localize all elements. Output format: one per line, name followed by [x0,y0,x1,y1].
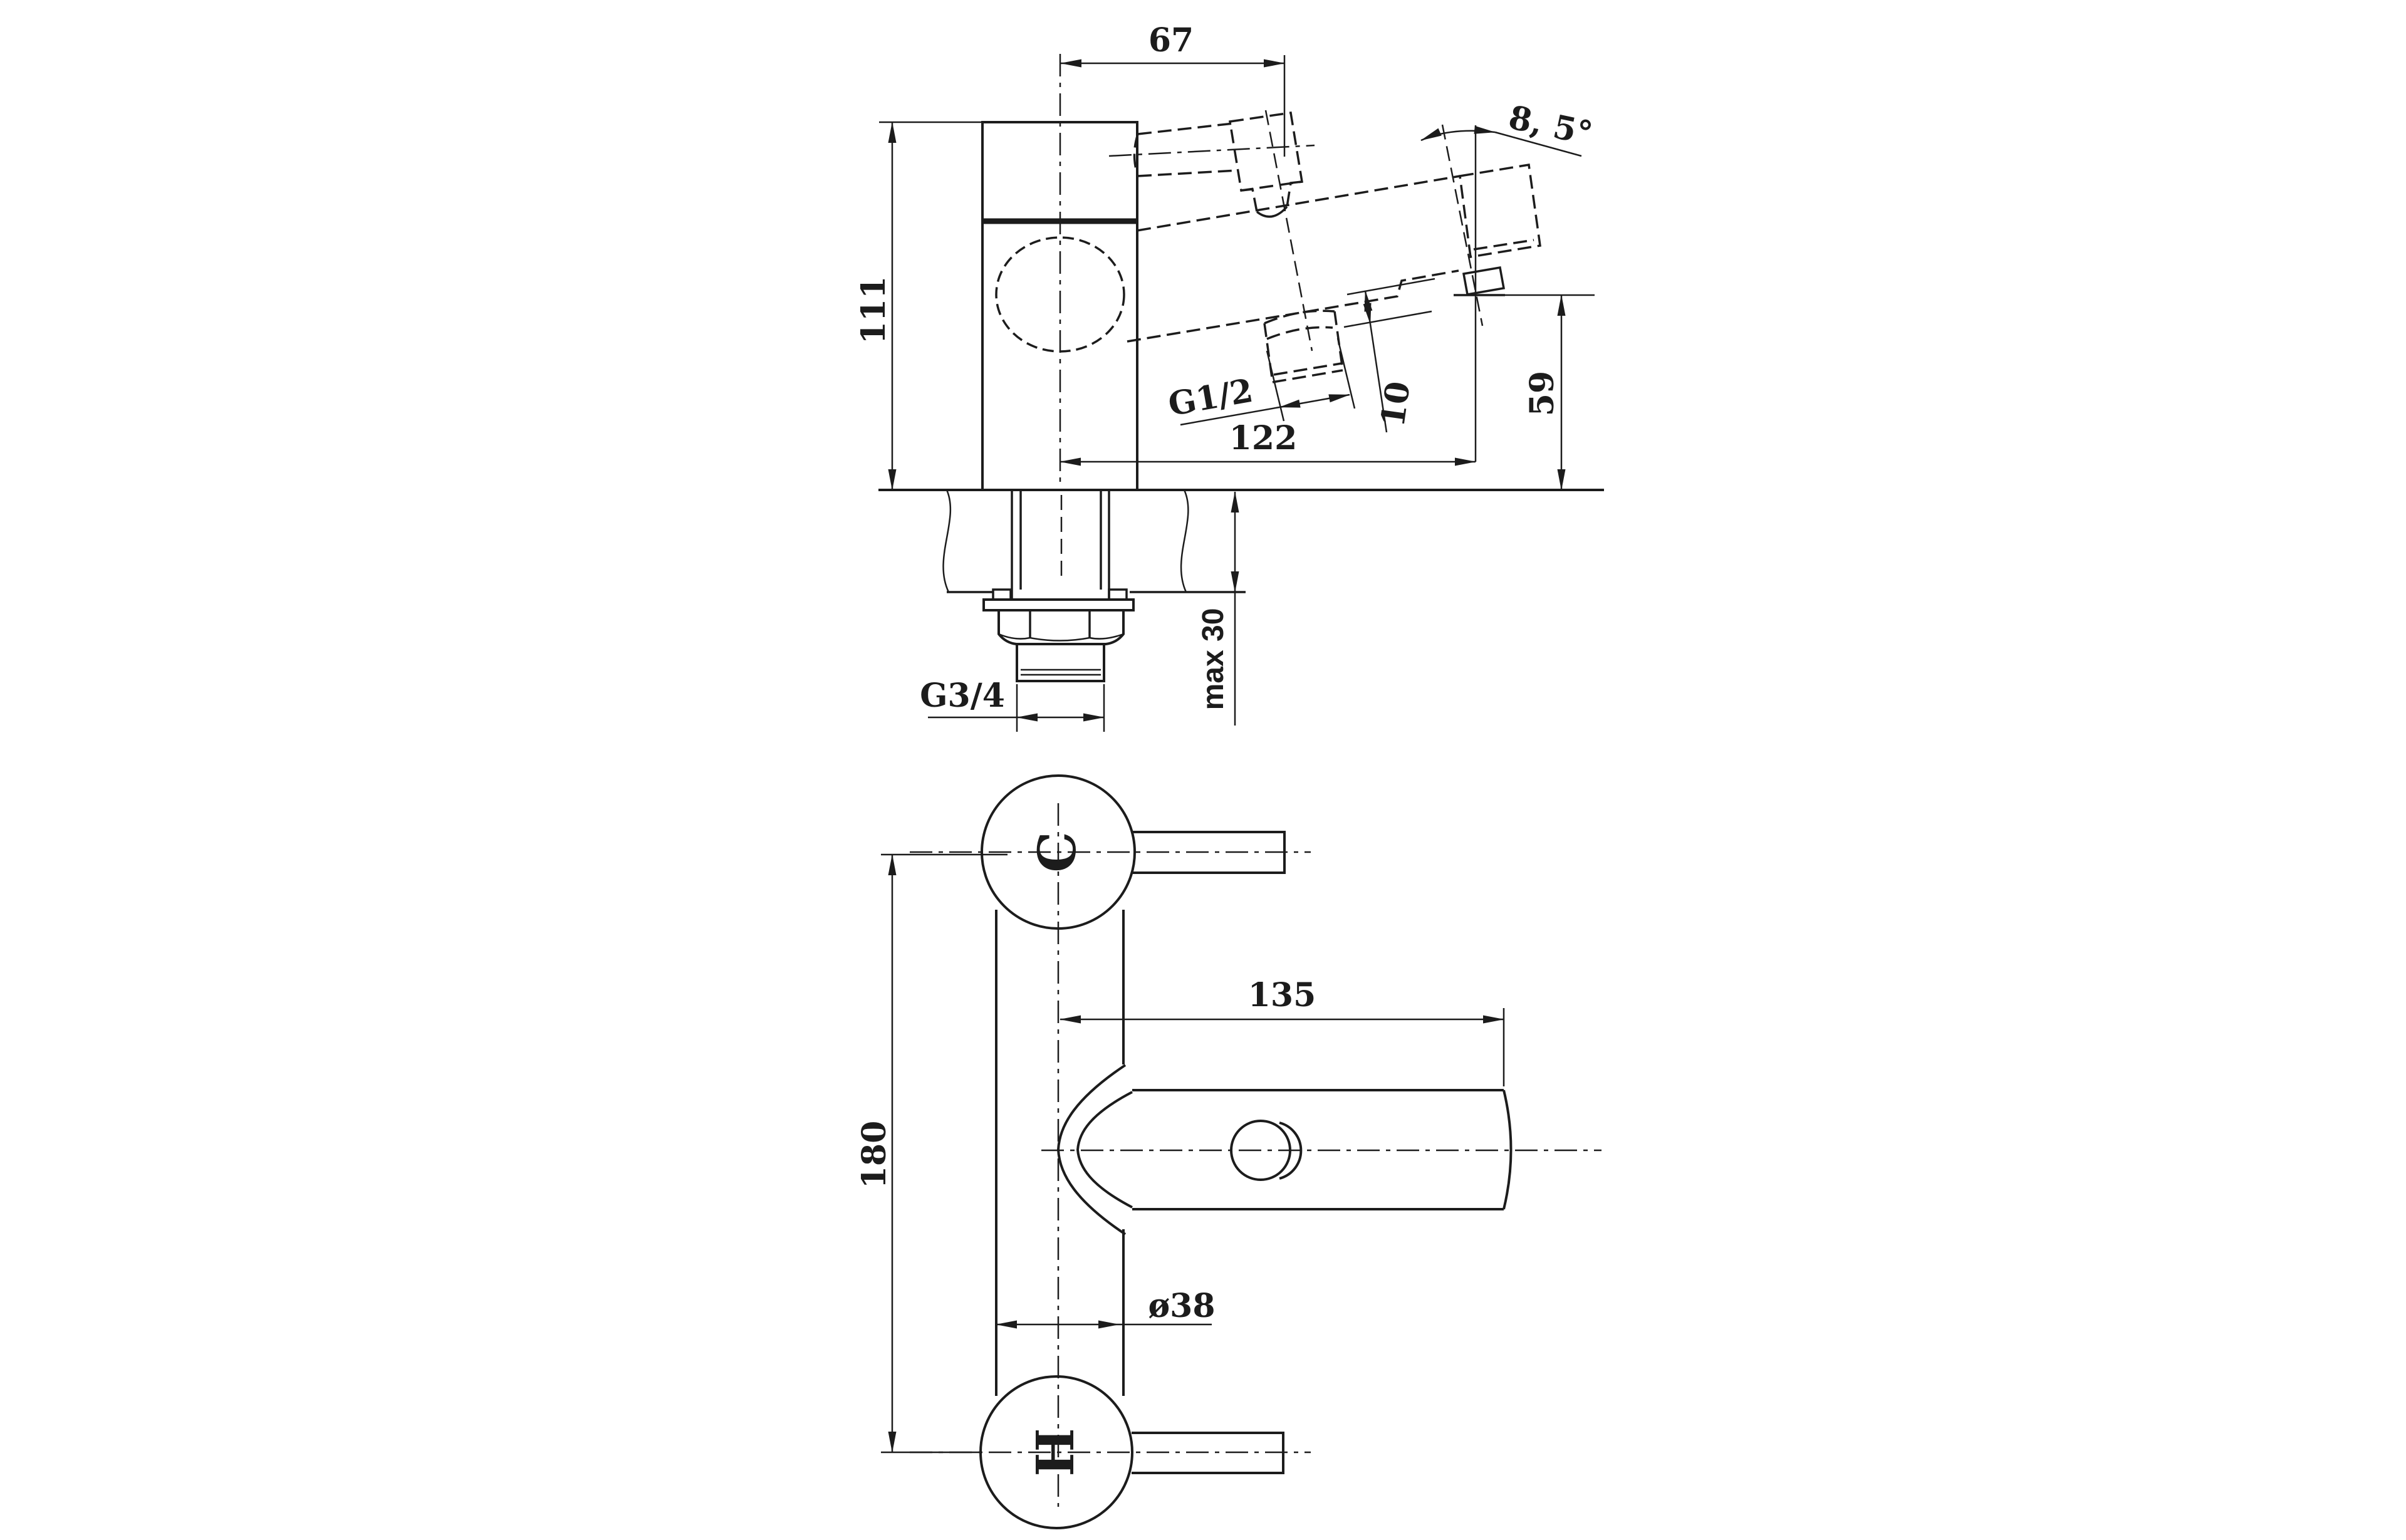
dim-180-label: 180 [855,1121,893,1189]
cartridge-body [1228,112,1304,192]
side-view: 67 111 8, 5° 59 122 [855,21,1604,732]
dim-10: 10 [1343,278,1435,433]
plan-spout [1041,1064,1601,1236]
dim-10-tail [1369,323,1388,433]
body-column-edges [995,910,1125,1396]
dim-g12-line [1279,393,1350,408]
plan-body [995,803,1125,1507]
shank-thread-lines [1011,490,1110,600]
lever-axis [1108,144,1315,157]
dim-38: ø38 [996,1287,1216,1329]
dim-111: 111 [855,121,982,491]
dim-135: 135 [1060,976,1505,1086]
spout-end-cap [1502,1090,1513,1210]
dim-g12-extensions [1266,338,1356,422]
plan-dimensions: 135 180 ø38 [855,853,1505,1454]
dim-g34-extensions [1016,684,1105,732]
mounting-deck [878,489,1604,593]
washer-left [992,588,1012,601]
angle-leader [1494,131,1582,157]
dim-111-label: 111 [855,276,893,345]
plan-view: C H 135 [855,774,1601,1529]
dim-67-label: 67 [1148,21,1194,60]
aerator-housing [1459,163,1541,259]
cartridge-axis [1264,110,1313,351]
dim-g34-label: G3/4 [920,677,1005,715]
dim-180-extensions [881,853,1008,1454]
dim-g12-tail [1180,406,1280,426]
dim-122: 122 [1060,419,1476,466]
dim-59: 59 [1479,294,1595,491]
inlet-thread-tip [1016,644,1105,682]
outlet-axis [1441,124,1484,326]
handle-lever [1133,122,1237,177]
break-line-right [1180,489,1189,593]
cold-handle-base: C [910,774,1311,930]
washer-right [1108,588,1128,601]
backnut-flange [982,598,1135,611]
dim-g12-label: G1/2 [1165,372,1256,424]
thread-relief-lines [1021,669,1101,676]
dim-59-label: 59 [1523,371,1561,416]
dim-135-label: 135 [1248,976,1316,1014]
hex-nut-facet-arcs [998,633,1124,642]
cartridge-neck-arc [1256,206,1288,218]
dim-max30-label: max 30 [1197,608,1230,710]
spout-bell-inner [1076,1091,1133,1209]
hex-nut-facets [1029,610,1091,638]
shower-connector-outline [1263,310,1344,383]
tap-body [981,54,1138,491]
dim-g12: G1/2 [1165,338,1356,426]
shower-connection [1263,310,1344,383]
dim-122-label: 122 [1229,419,1298,457]
outlet-hole-offset-arc [1279,1121,1303,1180]
dim-10-extensions [1343,278,1435,328]
dim-max30: max 30 [1197,491,1239,726]
side-dimensions: 67 111 8, 5° 59 122 [855,21,1596,732]
dim-g34: G3/4 [920,677,1105,732]
dim-180: 180 [855,853,1008,1454]
spout-plan-edges [1132,1089,1504,1210]
angle-label: 8, 5° [1506,98,1596,153]
dim-67: 67 [1060,21,1286,157]
dim-10-line [1363,290,1373,325]
dim-10-label: 10 [1373,379,1417,429]
thread-tip-outline [1016,644,1105,682]
cartridge-neck [1241,180,1303,212]
mounting-shank [982,490,1135,682]
aerator-screen [1462,266,1506,296]
spout-root-hidden-circle [995,236,1125,353]
hot-handle-base: H [910,1375,1311,1529]
spout [1127,124,1541,383]
body-outline [981,121,1138,491]
hex-nut-outline [997,610,1125,645]
break-line-left [942,489,952,593]
spout-top-edge [1137,175,1461,232]
spout-bottom-edge [1127,269,1459,343]
dim-38-label: ø38 [1148,1287,1215,1325]
aerator-inner-line [1473,239,1534,251]
handle-assembly [1108,110,1315,351]
hex-nut [997,610,1125,645]
angle-arc [1420,125,1496,142]
